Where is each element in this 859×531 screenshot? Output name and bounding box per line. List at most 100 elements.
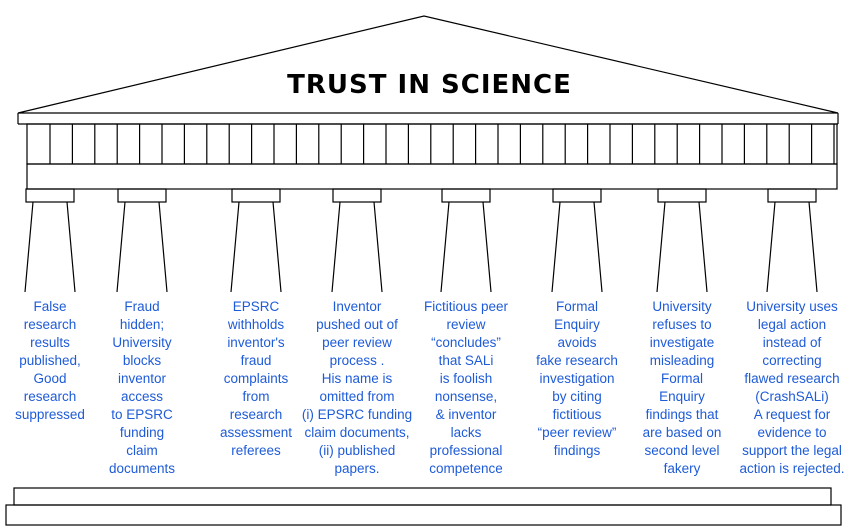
pillar-text-line: (i) EPSRC funding bbox=[301, 407, 413, 422]
pillar-text-line: findings bbox=[553, 443, 601, 458]
pillar-text-line: that SALi bbox=[438, 353, 494, 368]
column-shaft-3-right bbox=[272, 201, 282, 293]
pillar-text-8: University uses legal action instead of cor… bbox=[736, 298, 848, 478]
column-capital-6 bbox=[552, 188, 602, 203]
column-capital-1 bbox=[25, 188, 75, 203]
pillar-text-line: results bbox=[30, 335, 70, 350]
roof-pediment bbox=[17, 15, 839, 114]
pillar-text-line: EPSRC bbox=[232, 299, 280, 314]
pillar-text-line: action is rejected. bbox=[739, 461, 845, 476]
column-capital-7 bbox=[657, 188, 707, 203]
pillar-text-line: Fraud bbox=[124, 299, 160, 314]
pillar-text-line: claim bbox=[126, 443, 158, 458]
pillar-text-line: inventor bbox=[117, 371, 167, 386]
pillar-text-line: professional bbox=[429, 443, 503, 458]
pillar-text-line: is foolish bbox=[439, 371, 493, 386]
column-capital-8 bbox=[767, 188, 817, 203]
pillar-text-line: second level bbox=[644, 443, 720, 458]
pillar-text-line: are based on bbox=[642, 425, 722, 440]
pillar-text-line: University uses bbox=[746, 299, 838, 314]
pillar-text-line: “concludes” bbox=[431, 335, 501, 350]
column-shaft-4-right bbox=[373, 201, 383, 293]
column-capital-4 bbox=[332, 188, 382, 203]
pillar-text-line: University bbox=[112, 335, 172, 350]
pillar-text-line: University bbox=[652, 299, 712, 314]
pillar-text-line: lacks bbox=[450, 425, 482, 440]
pillar-text-line: evidence to bbox=[757, 425, 827, 440]
pillar-text-line: (ii) published bbox=[318, 443, 396, 458]
column-shaft-6-left bbox=[551, 201, 561, 293]
column-capital-3 bbox=[231, 188, 281, 203]
pillar-text-line: investigate bbox=[649, 335, 715, 350]
column-shaft-5-right bbox=[482, 201, 492, 293]
pillar-text-line: suppressed bbox=[15, 407, 85, 422]
pillar-text-line: flawed research bbox=[744, 371, 840, 386]
frieze bbox=[26, 123, 838, 165]
pillar-text-line: fakery bbox=[663, 461, 701, 476]
pillar-text-line: A request for bbox=[753, 407, 831, 422]
pillar-text-line: research bbox=[23, 317, 77, 332]
pillar-text-line: published, bbox=[19, 353, 81, 368]
pillar-text-line: legal action bbox=[757, 317, 827, 332]
pillar-text-line: refuses to bbox=[652, 317, 712, 332]
column-shaft-3-left bbox=[230, 201, 240, 293]
pillar-text-line: papers. bbox=[334, 461, 380, 476]
pillar-text-line: instead of bbox=[762, 335, 822, 350]
pillar-text-line: pushed out of bbox=[316, 317, 398, 332]
pillar-text-line: Enquiry bbox=[554, 317, 600, 332]
pillar-text-line: fraud bbox=[240, 353, 272, 368]
pillar-text-line: inventor's bbox=[227, 335, 285, 350]
pillar-text-line: blocks bbox=[122, 353, 162, 368]
column-shaft-1-left bbox=[24, 201, 34, 293]
pillar-text-line: Formal bbox=[555, 299, 598, 314]
pillar-text-line: process . bbox=[329, 353, 385, 368]
pillar-text-line: claim documents, bbox=[304, 425, 410, 440]
column-shaft-1-right bbox=[66, 201, 76, 293]
pillar-text-line: documents bbox=[108, 461, 176, 476]
pillar-text-line: peer review bbox=[322, 335, 392, 350]
pillar-text-line: assessment bbox=[219, 425, 293, 440]
column-shaft-6-right bbox=[593, 201, 603, 293]
stylobate bbox=[13, 487, 832, 506]
pillar-text-1: False research results published, Good resear… bbox=[0, 298, 106, 424]
pillar-text-line: review bbox=[446, 317, 486, 332]
column-shaft-2-left bbox=[116, 201, 126, 293]
column-capital-2 bbox=[117, 188, 167, 203]
pillar-text-line: nonsense, bbox=[434, 389, 498, 404]
diagram-title: TRUST IN SCIENCE bbox=[287, 70, 572, 100]
pillar-text-line: competence bbox=[429, 461, 503, 476]
pillar-text-line: misleading bbox=[649, 353, 715, 368]
pillar-text-line: avoids bbox=[557, 335, 597, 350]
pillar-text-line: False bbox=[33, 299, 67, 314]
architrave bbox=[26, 163, 838, 190]
pillar-text-line: hidden; bbox=[119, 317, 165, 332]
pillar-text-line: Formal bbox=[660, 371, 703, 386]
pillar-text-line: from bbox=[242, 389, 270, 404]
pillar-text-line: omitted from bbox=[319, 389, 395, 404]
columns bbox=[24, 188, 818, 293]
pillar-text-line: findings that bbox=[645, 407, 719, 422]
pillar-text-line: research bbox=[229, 407, 283, 422]
frieze-triglyphs bbox=[49, 124, 835, 164]
pillar-text-line: (CrashSALi) bbox=[755, 389, 829, 404]
pillar-text-line: by citing bbox=[552, 389, 602, 404]
pillar-text-line: investigation bbox=[539, 371, 615, 386]
pillar-text-line: access bbox=[120, 389, 164, 404]
pillar-text-line: withholds bbox=[227, 317, 285, 332]
pillar-text-line: referees bbox=[231, 443, 281, 458]
pillar-text-line: “peer review” bbox=[537, 425, 617, 440]
column-shaft-7-left bbox=[656, 201, 666, 293]
pillar-text-line: Good bbox=[33, 371, 67, 386]
pillar-text-line: research bbox=[23, 389, 77, 404]
column-shaft-4-left bbox=[331, 201, 341, 293]
pillar-text-line: correcting bbox=[762, 353, 822, 368]
pillar-text-line: His name is bbox=[321, 371, 393, 386]
pillar-text-line: to EPSRC bbox=[111, 407, 173, 422]
pillar-text-line: Enquiry bbox=[659, 389, 705, 404]
column-shaft-8-right bbox=[808, 201, 818, 293]
